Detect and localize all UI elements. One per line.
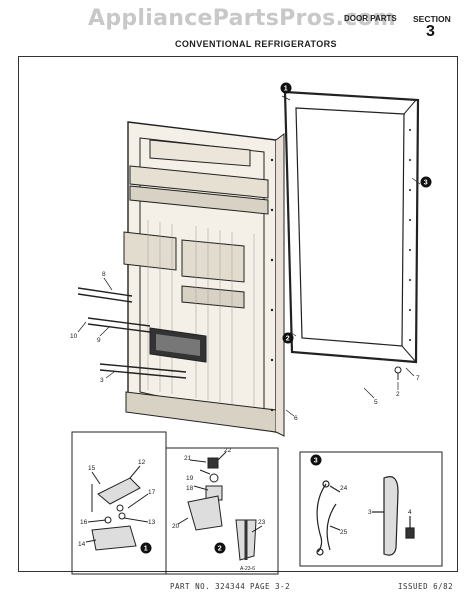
callout-20: 20: [172, 523, 180, 530]
kit-2-hinge: [177, 451, 263, 561]
kit-1-hinge: [85, 465, 149, 551]
kit-3-callouts: 24 25 3 4: [340, 485, 412, 536]
kit-1-callouts: 12 15 17 13 16 14: [78, 459, 156, 548]
callout-12: 12: [138, 459, 146, 466]
callout-6: 6: [294, 415, 298, 422]
issued-date: ISSUED 6/82: [398, 582, 454, 591]
callout-5: 5: [374, 399, 378, 406]
circled-2-kit: 2: [218, 546, 222, 553]
part-number: PART NO. 324344: [170, 582, 246, 591]
kit-box-1: [71, 431, 167, 575]
callout-3: 3: [100, 377, 104, 384]
callout-10: 10: [70, 333, 78, 340]
circled-2-mid: 2: [286, 336, 290, 343]
door-parts-label: DOOR PARTS: [344, 14, 397, 23]
callout-3-kit: 3: [368, 509, 372, 516]
callout-17: 17: [148, 489, 156, 496]
page-number: PAGE 3-2: [250, 582, 291, 591]
kit-box-2: [165, 447, 279, 575]
callout-7: 7: [416, 375, 420, 382]
circled-1-kit: 1: [144, 546, 148, 553]
circled-3-right: 3: [424, 180, 428, 187]
callout-8: 8: [102, 271, 106, 278]
kit-3-handles: [316, 476, 415, 556]
section-number: 3: [426, 23, 435, 40]
callout-15: 15: [88, 465, 96, 472]
kit-2-callouts: 21 22 19 18 20 23 A-23-6: [172, 447, 266, 572]
kit-box-3: [299, 451, 443, 567]
callout-9: 9: [97, 337, 101, 344]
callout-24: 24: [340, 485, 348, 492]
door-gasket: [283, 90, 420, 364]
shelf-bars: [77, 287, 187, 379]
callout-23: 23: [258, 519, 266, 526]
callout-19: 19: [186, 475, 194, 482]
callout-22: 22: [224, 447, 232, 454]
page-subtitle: CONVENTIONAL REFRIGERATORS: [175, 39, 337, 49]
watermark: AppliancePartsPros.com: [88, 6, 397, 31]
circled-1-top: 1: [284, 86, 288, 93]
door-liner: [123, 121, 277, 433]
screw-2: [394, 366, 402, 374]
callout-13: 13: [148, 519, 156, 526]
circled-3-kit: 3: [314, 458, 318, 465]
callout-4: 4: [408, 509, 412, 516]
diagram-frame: [18, 56, 458, 572]
callout-25: 25: [340, 529, 348, 536]
drawing-code: A-23-6: [240, 566, 255, 572]
section-label: SECTION: [413, 14, 451, 24]
callout-14: 14: [78, 541, 86, 548]
door-panel-edge: [275, 133, 285, 437]
callout-16: 16: [80, 519, 88, 526]
circled-callouts: 1 2 3 1 2 3: [140, 82, 432, 554]
callout-18: 18: [186, 485, 194, 492]
callout-21: 21: [184, 455, 192, 462]
callout-2: 2: [396, 391, 400, 398]
gasket-dots: [409, 129, 411, 341]
main-callouts: 8 9 10 3 7 2 5 6: [70, 271, 420, 422]
